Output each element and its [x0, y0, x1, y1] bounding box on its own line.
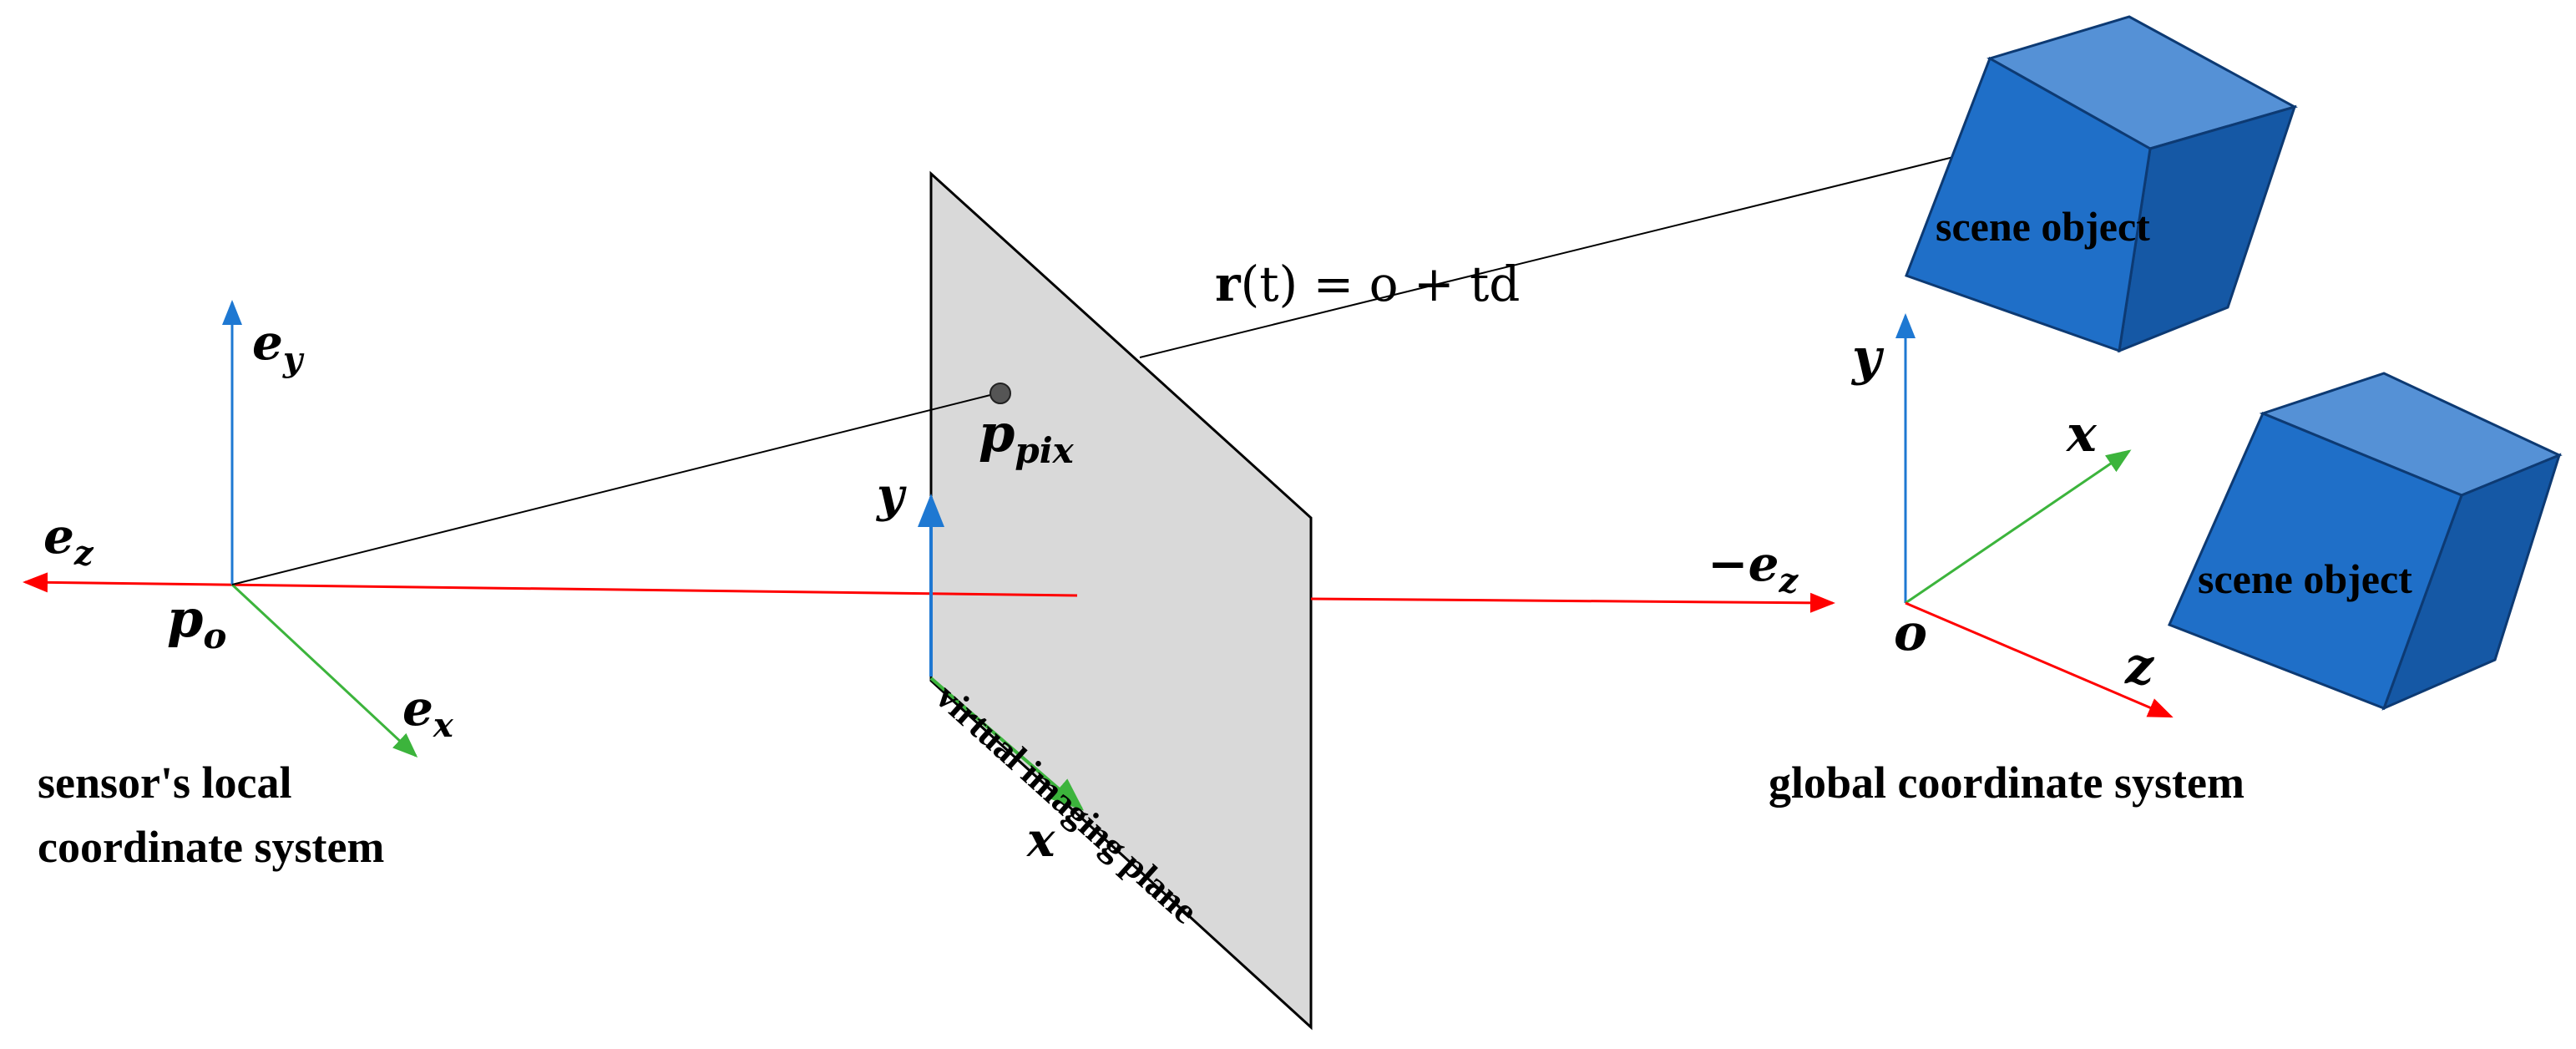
- pixel-point: [989, 383, 1011, 404]
- ray-equation: r(t) = o + td: [1215, 256, 1520, 312]
- global-x-axis: [1905, 449, 2132, 605]
- label-minus-ez: −ez: [1708, 535, 1799, 601]
- label-global-x: x: [2065, 405, 2098, 464]
- label-ey-local: ey: [252, 314, 305, 379]
- ray-into-scene: [1139, 131, 2045, 358]
- label-po: po: [167, 588, 226, 656]
- local-caption-line2: coordinate system: [38, 822, 384, 872]
- scene-object-2-cube-icon: [2167, 372, 2563, 711]
- ray-origin-to-pixel: [231, 392, 1001, 585]
- label-ppix: ppix: [979, 403, 1075, 471]
- local-caption-line1: sensor's local: [38, 758, 292, 808]
- global-caption: global coordinate system: [1769, 758, 2245, 808]
- scene-object-1-cube-icon: [1905, 15, 2298, 353]
- label-plane-y: y: [875, 468, 907, 523]
- label-global-z: z: [2124, 637, 2155, 696]
- scene-object-2-label: scene object: [2198, 555, 2412, 602]
- label-global-y: y: [1850, 328, 1885, 387]
- minus-ez-axis: [1310, 592, 1835, 613]
- local-ex-axis: [230, 583, 418, 758]
- label-ez-local: ez: [43, 508, 94, 573]
- label-ex-local: ex: [402, 680, 454, 745]
- label-global-o: o: [1894, 604, 1927, 662]
- global-z-axis: [1905, 601, 2174, 718]
- local-ez-axis: [23, 572, 1078, 597]
- plane-x-axis: [929, 677, 1085, 811]
- label-plane-x: x: [1026, 813, 1055, 868]
- scene-object-1-label: scene object: [1936, 203, 2150, 250]
